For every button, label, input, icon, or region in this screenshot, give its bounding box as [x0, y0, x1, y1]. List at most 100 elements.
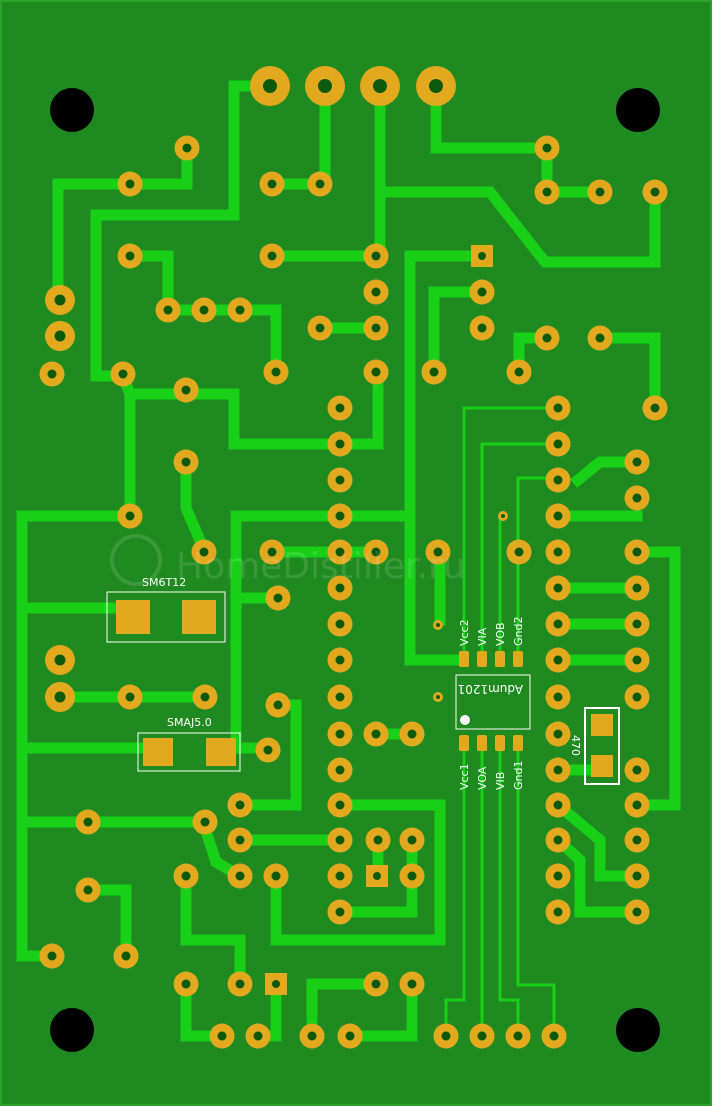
pad-drill — [335, 729, 345, 739]
pad-drill — [477, 323, 487, 333]
pad-drill — [181, 385, 191, 395]
pad-drill — [513, 1031, 523, 1041]
pad-drill — [441, 1031, 451, 1041]
pad-drill — [542, 333, 552, 343]
pad-drill — [407, 835, 417, 845]
pad-drill — [315, 323, 325, 333]
resistor-470: 470 — [569, 707, 620, 785]
smd-pad — [591, 714, 613, 736]
pad-drill — [514, 547, 524, 557]
pad-drill — [181, 871, 191, 881]
pad-drill — [335, 511, 345, 521]
pad-drill — [632, 835, 642, 845]
pad-drill — [595, 187, 605, 197]
pad-drill — [163, 305, 173, 315]
signal-traces — [444, 406, 558, 1036]
pad-drill — [267, 179, 277, 189]
pad-drill — [632, 583, 642, 593]
pad-drill — [200, 817, 210, 827]
pad-drill — [182, 143, 192, 153]
pad-drill — [200, 692, 210, 702]
pad-drill — [553, 403, 563, 413]
pad-drill — [125, 692, 135, 702]
smd-pad — [143, 738, 173, 766]
pad-drill — [553, 692, 563, 702]
smd-pad — [591, 755, 613, 777]
pad-drill — [553, 871, 563, 881]
watermark: HomeDistiller.ru — [110, 534, 466, 587]
pad-drill — [632, 547, 642, 557]
pad-drill — [345, 1031, 355, 1041]
pad-drill — [371, 251, 381, 261]
pad-drill — [83, 885, 93, 895]
pad-drill — [335, 800, 345, 810]
pad-drill — [371, 547, 381, 557]
pad-drill — [267, 547, 277, 557]
pad-drill — [335, 871, 345, 881]
ic-adum1201: Adum1201 Vcc2 VIA VOB Gnd2 Vcc1 VOA VIB … — [455, 617, 531, 790]
pad-drill — [553, 511, 563, 521]
pad-drill — [54, 691, 66, 703]
smd-pad — [206, 738, 236, 766]
mounting-hole-bottom-right — [616, 1008, 660, 1052]
pin-label-gnd2: Gnd2 — [512, 617, 525, 646]
square-pads — [265, 245, 493, 995]
pad-drill — [553, 800, 563, 810]
pad-drill — [595, 333, 605, 343]
mounting-holes — [50, 88, 660, 1052]
label-smaj: SMAJ5.0 — [167, 716, 212, 729]
pin-label-via: VIA — [476, 627, 489, 646]
pad-drill — [407, 729, 417, 739]
pad-drill — [125, 179, 135, 189]
pad-drill — [632, 907, 642, 917]
pad-drill — [335, 403, 345, 413]
pin-label-voa: VOA — [476, 766, 489, 790]
pad-drill — [650, 403, 660, 413]
pad-drill — [514, 367, 524, 377]
pad-drill — [307, 1031, 317, 1041]
pad-drill — [271, 871, 281, 881]
pad-drill — [371, 367, 381, 377]
pin-label-vcc1: Vcc1 — [458, 763, 471, 790]
pad-drill — [263, 745, 273, 755]
pad-drill — [650, 187, 660, 197]
pad-drill — [632, 692, 642, 702]
pad-drill — [429, 367, 439, 377]
pad-drill — [235, 305, 245, 315]
pad-drill — [371, 979, 381, 989]
pad-drill — [125, 511, 135, 521]
pad-drill — [553, 835, 563, 845]
pad-drill — [553, 619, 563, 629]
pad-drill — [335, 439, 345, 449]
pin-label-vib: VIB — [494, 772, 507, 790]
pad-drill — [235, 835, 245, 845]
pad-drill — [335, 619, 345, 629]
diode-sm6t12: SM6T12 — [106, 576, 226, 643]
pad-drill — [271, 367, 281, 377]
pad-drill — [632, 800, 642, 810]
pad-drill — [553, 547, 563, 557]
pad-drill — [553, 729, 563, 739]
watermark-text: HomeDistiller.ru — [176, 546, 466, 587]
pad-drill — [477, 1031, 487, 1041]
pad-drill — [553, 475, 563, 485]
pad-drill — [553, 583, 563, 593]
pad-drill — [199, 305, 209, 315]
pad-drill — [54, 654, 66, 666]
pad-drill — [632, 871, 642, 881]
pad-drill — [632, 765, 642, 775]
pad-drill — [47, 951, 57, 961]
pad-drill — [632, 655, 642, 665]
mounting-hole-top-right — [616, 88, 660, 132]
pad-drill — [181, 979, 191, 989]
pad-drill — [371, 729, 381, 739]
pad-drill — [433, 547, 443, 557]
pad-drill — [217, 1031, 227, 1041]
pad-drill — [335, 475, 345, 485]
label-sm6t12: SM6T12 — [142, 576, 186, 589]
pad-drill — [83, 817, 93, 827]
mounting-hole-bottom-left — [50, 1008, 94, 1052]
pad-drill — [235, 871, 245, 881]
pin-label-vcc2: Vcc2 — [458, 619, 471, 646]
